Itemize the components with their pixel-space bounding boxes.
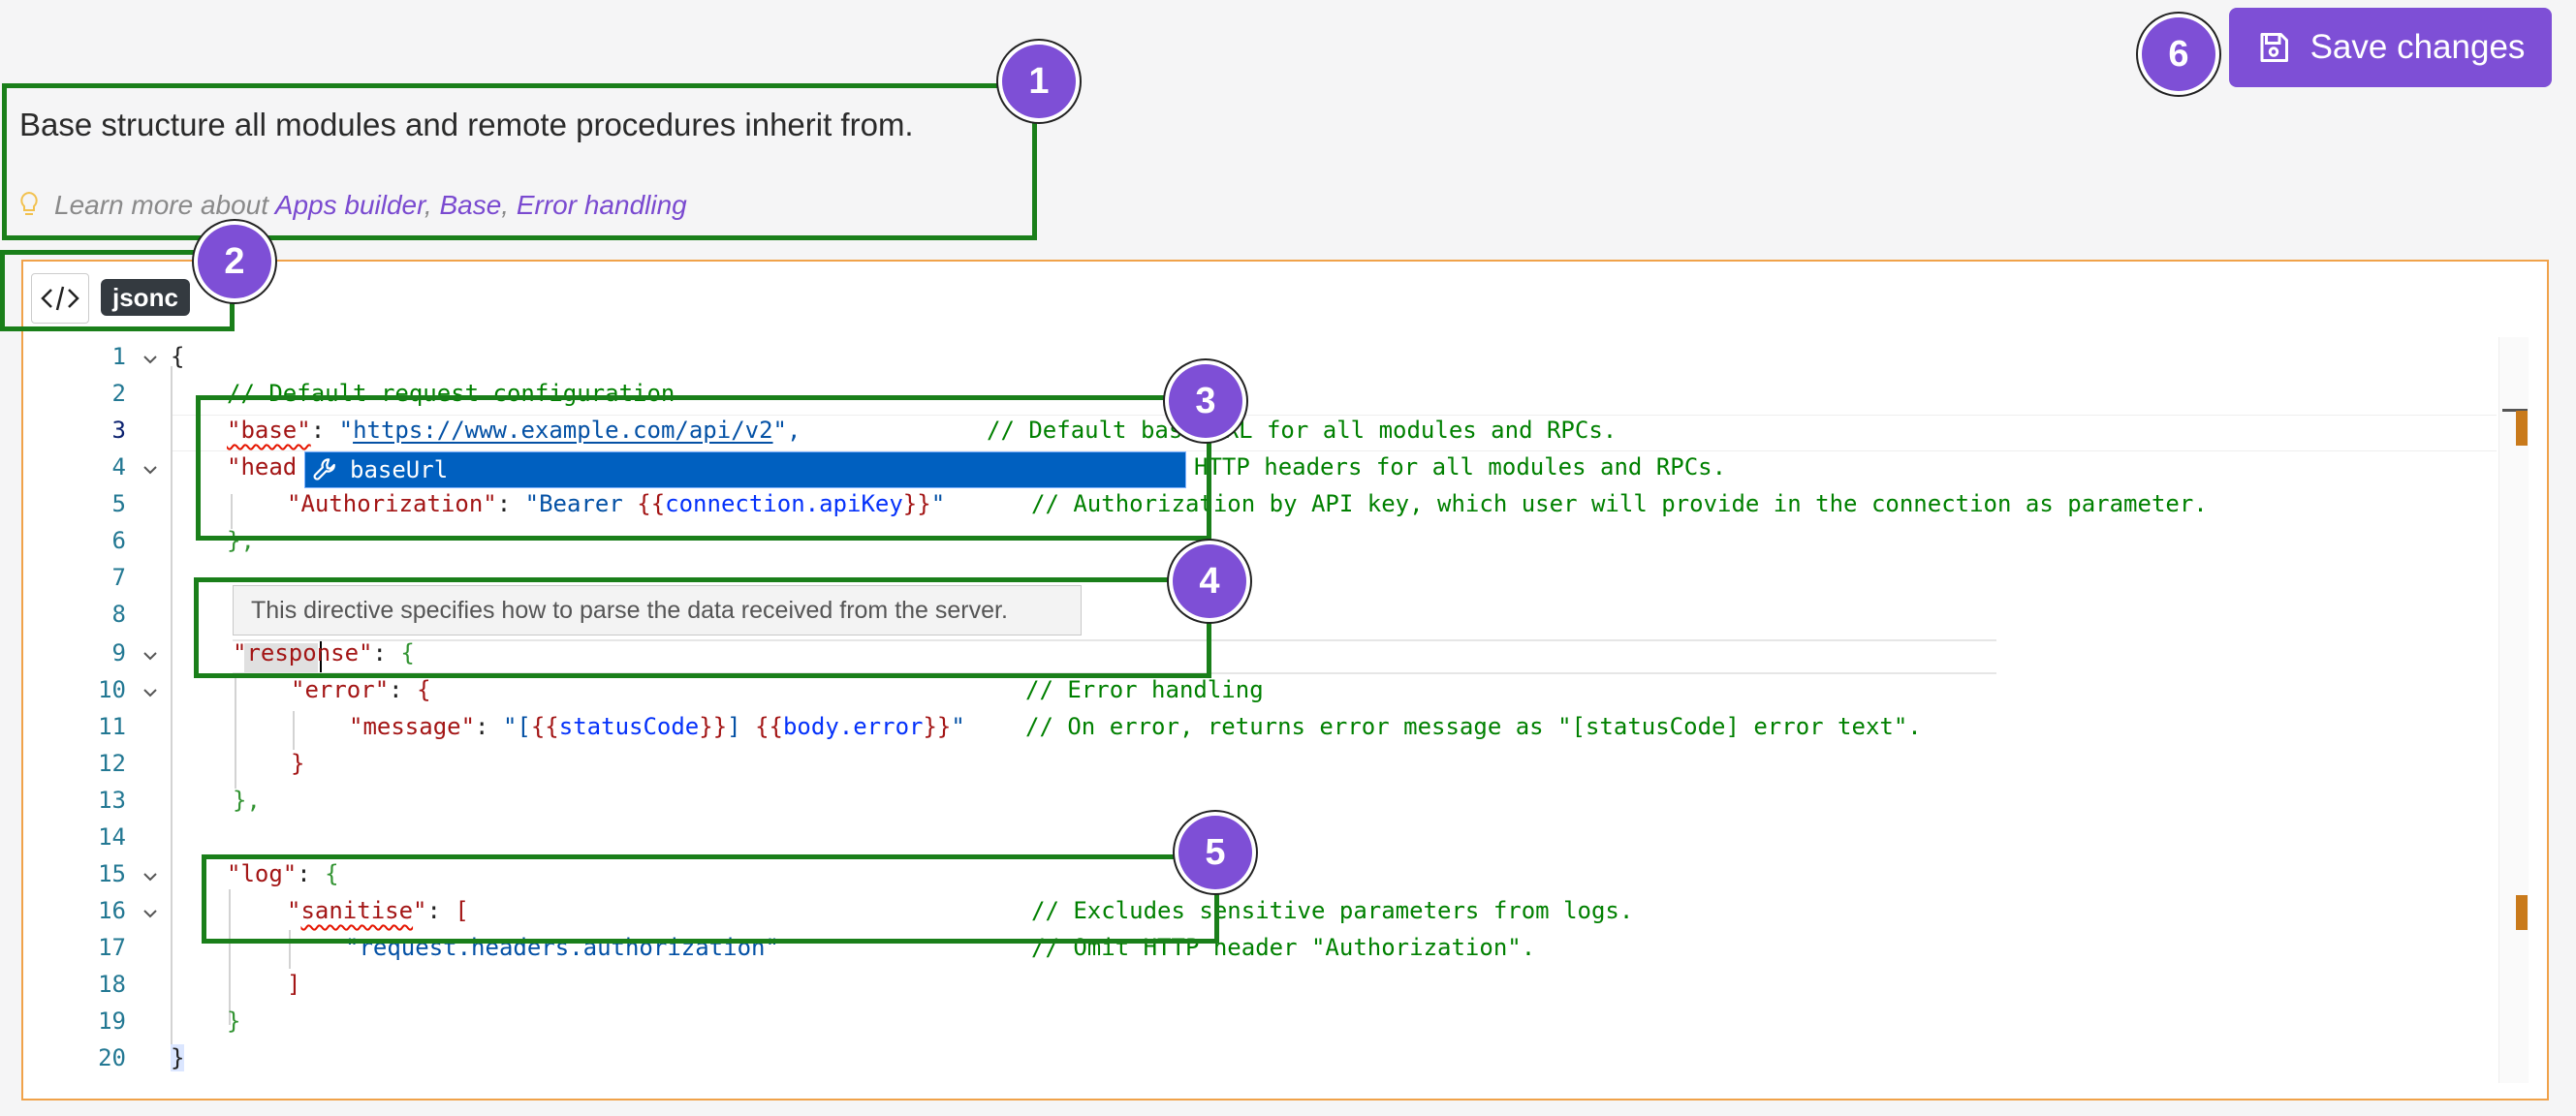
line-number: 20 — [98, 1044, 126, 1071]
code-line[interactable]: } — [291, 750, 305, 777]
code-line[interactable]: }, — [233, 787, 261, 814]
line-number: 8 — [111, 601, 126, 628]
code-line[interactable]: { — [171, 343, 185, 370]
code-line[interactable]: } — [227, 1008, 241, 1035]
line-number: 19 — [98, 1008, 126, 1035]
code-line[interactable]: } — [171, 1044, 185, 1071]
line-number: 15 — [98, 860, 126, 887]
line-number: 7 — [111, 564, 126, 591]
annotation-badge-5: 5 — [1178, 816, 1252, 889]
line-number: 17 — [98, 934, 126, 961]
line-number: 11 — [98, 713, 126, 740]
save-button[interactable]: Save changes — [2229, 8, 2552, 87]
code-line[interactable]: "head — [227, 453, 298, 480]
fold-chevron-icon[interactable] — [141, 461, 159, 479]
line-number: 1 — [111, 343, 126, 370]
code-line[interactable]: // Default request configuration — [227, 380, 675, 407]
indent-guide — [229, 889, 231, 1025]
line-number: 13 — [98, 787, 126, 814]
line-number: 9 — [111, 639, 126, 666]
line-number: 4 — [111, 453, 126, 480]
hover-divider — [233, 639, 1996, 641]
hover-tooltip: This directive specifies how to parse th… — [233, 585, 1082, 636]
text-cursor — [320, 641, 322, 674]
code-line[interactable]: "sanitise": [ — [287, 897, 469, 924]
lightbulb-icon — [20, 191, 38, 215]
code-comment: // On error, returns error message as "[… — [1025, 713, 1922, 740]
indent-guide — [293, 711, 295, 750]
line-number: 18 — [98, 971, 126, 998]
code-line[interactable]: ] — [287, 971, 301, 998]
annotation-badge-3: 3 — [1169, 364, 1242, 438]
link-apps-builder[interactable]: Apps builder — [274, 190, 424, 220]
fold-chevron-icon[interactable] — [141, 684, 159, 701]
code-line[interactable]: "Authorization": "Bearer {{connection.ap… — [287, 490, 946, 517]
line-number: 5 — [111, 490, 126, 517]
annotation-badge-1: 1 — [1002, 45, 1076, 118]
fold-chevron-icon[interactable] — [141, 868, 159, 885]
page-description: Base structure all modules and remote pr… — [19, 107, 914, 142]
code-line[interactable]: "log": { — [227, 860, 339, 887]
line-number: 16 — [98, 897, 126, 924]
warning-marker — [2516, 411, 2528, 446]
indent-guide — [289, 930, 291, 969]
code-icon — [41, 286, 79, 311]
editor-scrollbar[interactable] — [2498, 337, 2529, 1083]
indent-guide — [235, 672, 236, 789]
line-number: 14 — [98, 823, 126, 851]
code-line[interactable]: "error": { — [291, 676, 431, 703]
autocomplete-item[interactable]: baseUrl — [304, 451, 1186, 488]
autocomplete-label: baseUrl — [350, 456, 449, 483]
indent-guide — [171, 366, 173, 1064]
url-link[interactable]: https://www.example.com/api/v2 — [353, 417, 773, 444]
warning-marker — [2516, 895, 2528, 930]
code-line[interactable]: "request.headers.authorization" — [345, 934, 779, 961]
line-number: 12 — [98, 750, 126, 777]
fold-chevron-icon[interactable] — [141, 647, 159, 665]
cursor-ruler-mark — [2502, 409, 2528, 412]
code-comment: // Omit HTTP header "Authorization". — [1031, 934, 1536, 961]
save-icon — [2260, 33, 2288, 62]
learn-more: Learn more about Apps builder, Base, Err… — [17, 190, 687, 221]
current-line-highlight — [171, 415, 2497, 451]
code-comment: HTTP headers for all modules and RPCs. — [1194, 453, 1727, 480]
link-error-handling[interactable]: Error handling — [516, 190, 687, 220]
fold-chevron-icon[interactable] — [141, 905, 159, 922]
wrench-icon — [313, 458, 335, 480]
link-base[interactable]: Base — [439, 190, 502, 220]
line-number: 10 — [98, 676, 126, 703]
code-comment: // Default base URL for all modules and … — [987, 417, 1618, 444]
code-comment: // Excludes sensitive parameters from lo… — [1031, 897, 1634, 924]
line-number: 2 — [111, 380, 126, 407]
line-number: 6 — [111, 527, 126, 554]
code-comment: // Authorization by API key, which user … — [1031, 490, 2208, 517]
save-button-label: Save changes — [2309, 28, 2526, 66]
annotation-badge-6: 6 — [2142, 17, 2215, 91]
fold-chevron-icon[interactable] — [141, 351, 159, 368]
line-number: 3 — [111, 417, 126, 444]
code-line[interactable]: "base": "https://www.example.com/api/v2"… — [227, 417, 801, 444]
code-line[interactable]: }, — [227, 527, 255, 554]
indent-guide — [231, 494, 233, 529]
language-badge: jsonc — [101, 279, 190, 316]
hover-divider — [233, 672, 1996, 674]
annotation-badge-4: 4 — [1173, 544, 1246, 618]
code-comment: // Error handling — [1025, 676, 1264, 703]
code-line[interactable]: "message": "[{{statusCode}}] {{body.erro… — [349, 713, 965, 740]
code-line[interactable]: "response": { — [233, 639, 415, 666]
code-view-toggle[interactable] — [31, 273, 89, 324]
hover-selection — [244, 643, 318, 672]
learn-more-prefix: Learn more about — [54, 190, 269, 220]
annotation-badge-2: 2 — [198, 225, 271, 298]
